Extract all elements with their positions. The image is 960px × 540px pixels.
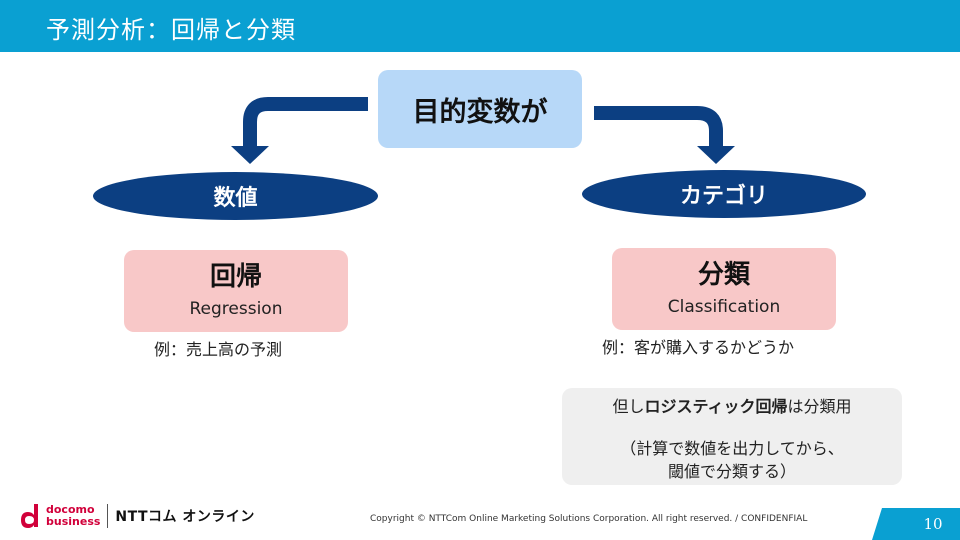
company-logo: docomo business NTTコム オンライン <box>20 500 255 532</box>
note-suffix: は分類用 <box>787 397 852 416</box>
logo-business: business <box>46 515 101 528</box>
page-title: 予測分析：回帰と分類 <box>46 16 296 44</box>
page-number-tab <box>872 508 960 540</box>
note-line-2: （計算で数値を出力してから、 <box>620 439 844 458</box>
logo-divider <box>107 504 109 528</box>
regression-subtitle: Regression <box>189 299 283 319</box>
regression-example: 例：売上高の予測 <box>154 340 283 359</box>
company-name: NTTコム オンライン <box>115 509 255 525</box>
left-arrow-head <box>231 146 269 164</box>
note-line-3: 閾値で分類する） <box>667 462 796 481</box>
logo-docomo: docomo <box>46 503 95 516</box>
right-arrow-head <box>697 146 735 164</box>
regression-box: 回帰 Regression <box>124 250 348 332</box>
classification-box: 分類 Classification <box>612 248 836 330</box>
docomo-wordmark: docomo business <box>46 504 100 528</box>
classification-subtitle: Classification <box>667 297 781 317</box>
page-number: 10 <box>923 515 943 533</box>
classification-example: 例：客が購入するかどうか <box>602 338 795 357</box>
classification-title: 分類 <box>697 260 750 290</box>
regression-title: 回帰 <box>209 262 262 292</box>
copyright-text: Copyright © NTTCom Online Marketing Solu… <box>370 514 808 524</box>
left-branch-arrow <box>243 97 368 148</box>
logistic-regression-note: 但しロジスティック回帰は分類用 （計算で数値を出力してから、 閾値で分類する） <box>562 388 902 485</box>
right-branch-arrow <box>594 106 723 148</box>
docomo-mark-icon <box>21 504 38 528</box>
note-bold-term: ロジスティック回帰 <box>644 397 788 416</box>
note-line-1: 但しロジスティック回帰は分類用 <box>562 393 902 417</box>
target-variable-box: 目的変数が <box>378 70 582 148</box>
title-bar: 予測分析：回帰と分類 <box>0 0 960 52</box>
category-ellipse: カテゴリ <box>582 170 866 218</box>
numeric-ellipse: 数値 <box>93 172 378 220</box>
note-prefix: 但し <box>612 397 645 416</box>
